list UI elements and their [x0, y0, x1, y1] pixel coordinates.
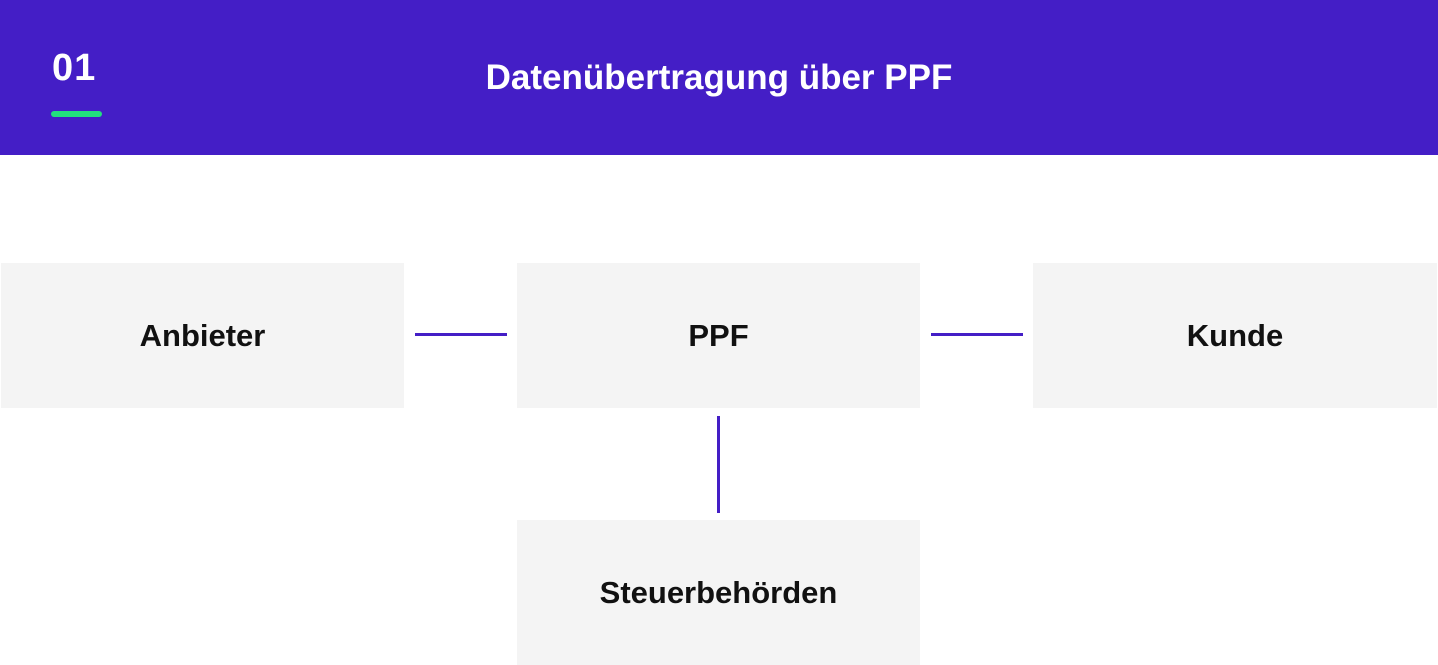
page-title: Datenübertragung über PPF [485, 58, 953, 97]
node-steuerbehoerden: Steuerbehörden [517, 520, 920, 665]
connector-ppf-steuerbehoerden [717, 416, 720, 513]
step-number: 01 [52, 47, 97, 89]
node-anbieter-label: Anbieter [139, 317, 266, 353]
node-ppf-label: PPF [688, 317, 749, 353]
node-kunde-label: Kunde [1186, 317, 1284, 353]
connector-ppf-kunde [931, 333, 1023, 336]
node-ppf: PPF [517, 263, 920, 408]
node-kunde: Kunde [1033, 263, 1437, 408]
node-anbieter: Anbieter [1, 263, 404, 408]
connector-anbieter-ppf [415, 333, 507, 336]
node-steuerbehoerden-label: Steuerbehörden [599, 574, 838, 610]
step-underline-accent [51, 111, 102, 117]
header-bar: 01 Datenübertragung über PPF [0, 0, 1438, 155]
